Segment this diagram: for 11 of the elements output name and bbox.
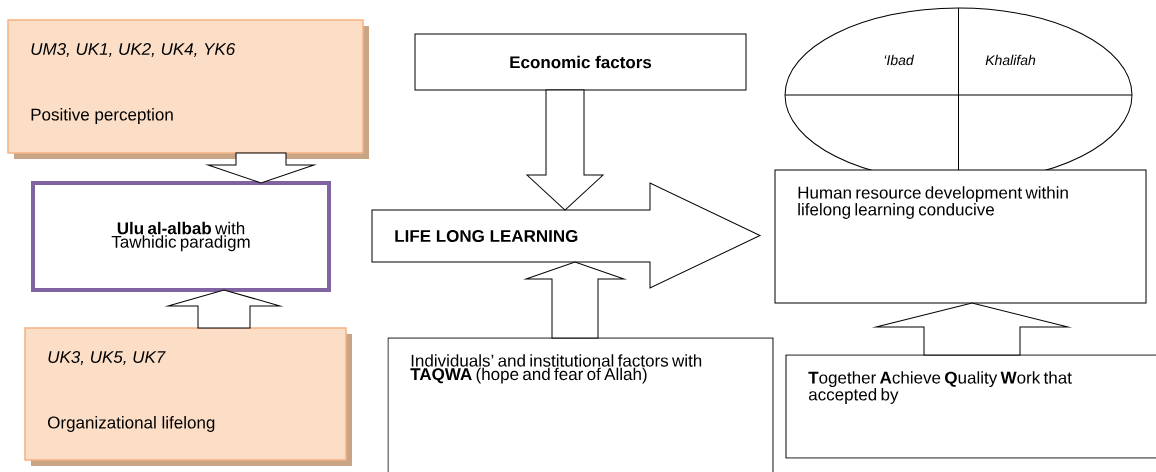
text-box: Economic factors [414,33,747,91]
text-box: Individuals’ and institutional factors with TAQWA (hope and fear of Allah) [387,337,774,472]
framed-text-box: Ulu al-albab with Tawhidic paradigm [31,181,331,292]
text-box: Together Achieve Quality Work that accepted by [785,354,1156,459]
shaded-text-box: UM3, UK1, UK2, UK4, YK6 Positive perception [7,19,369,159]
block-arrow [526,89,604,211]
block-arrow [525,261,625,339]
block-arrow [167,289,281,329]
block-arrow [207,152,315,184]
text-box: Human resource development within lifelong learning conducive [774,169,1147,304]
shaded-text-box: UK3, UK5, UK7 Organizational lifelong [24,327,352,466]
